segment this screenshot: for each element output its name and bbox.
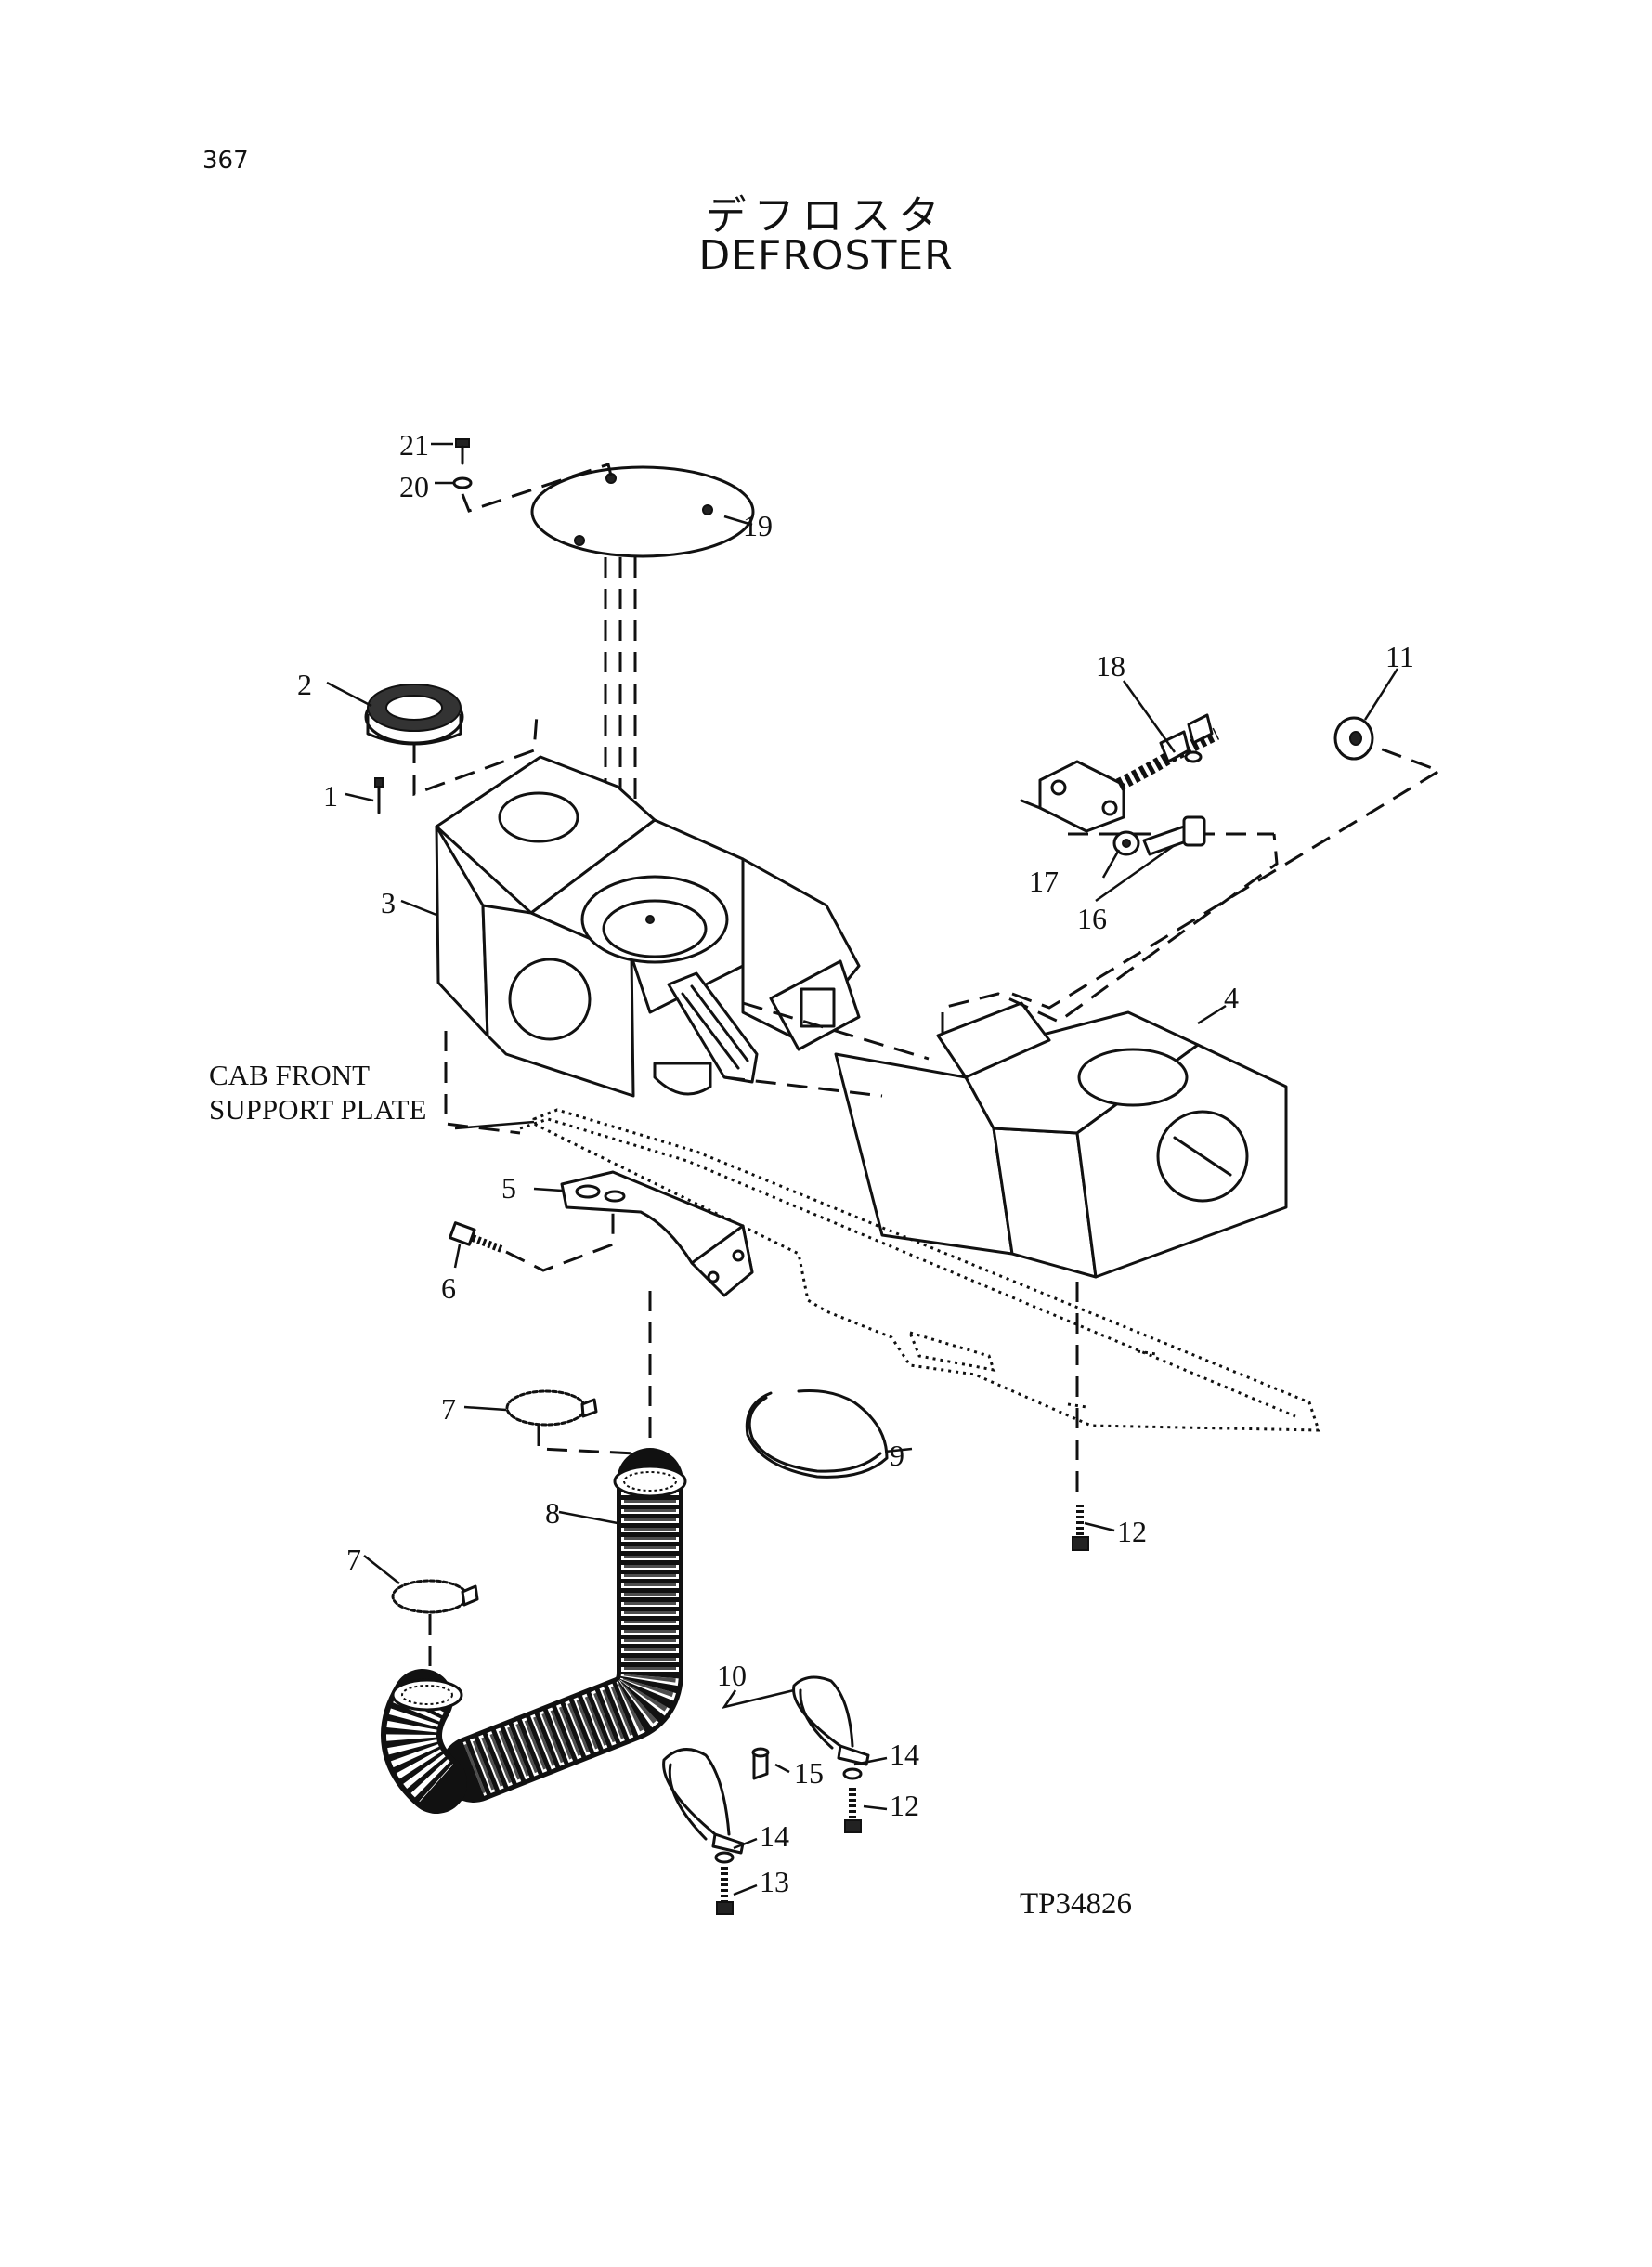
cover-plate-19 bbox=[530, 465, 755, 558]
nut-15 bbox=[751, 1747, 770, 1780]
callout-9: 9 bbox=[890, 1439, 904, 1472]
callout-2: 2 bbox=[297, 668, 312, 701]
defroster-duct-left-3 bbox=[435, 755, 861, 1098]
callout-5: 5 bbox=[501, 1171, 516, 1205]
callout-4: 4 bbox=[1224, 981, 1239, 1014]
assembly-line-3-4b bbox=[723, 1075, 883, 1098]
bolt-13 bbox=[716, 1867, 734, 1915]
bracket-5 bbox=[560, 1170, 754, 1297]
bolt-16 bbox=[1142, 815, 1206, 856]
callout-14-right: 14 bbox=[890, 1738, 919, 1771]
title-japanese: デフロスタ bbox=[705, 192, 947, 240]
callout-17: 17 bbox=[1029, 865, 1059, 898]
callout-10: 10 bbox=[717, 1659, 747, 1692]
note-cab-front-line2: SUPPORT PLATE bbox=[209, 1093, 426, 1126]
flexible-hose-8 bbox=[381, 1448, 687, 1814]
note-cab-front-line1: CAB FRONT bbox=[209, 1059, 370, 1091]
bolt-6 bbox=[449, 1221, 503, 1253]
washer-17 bbox=[1112, 830, 1140, 856]
wire-harness-18 bbox=[1038, 713, 1220, 833]
screw-21 bbox=[455, 438, 470, 465]
callout-leaders bbox=[326, 442, 1399, 1896]
grommet-11 bbox=[1333, 716, 1374, 761]
assembly-line-4-18 bbox=[941, 833, 1279, 1033]
callout-14-left: 14 bbox=[760, 1819, 789, 1853]
washer-20 bbox=[452, 476, 473, 489]
defroster-duct-right-4 bbox=[834, 1001, 1288, 1279]
callout-21: 21 bbox=[399, 428, 429, 462]
callout-20: 20 bbox=[399, 470, 429, 503]
callout-15: 15 bbox=[794, 1756, 824, 1790]
assembly-line-2-3 bbox=[412, 714, 539, 797]
assembly-line-6-5 bbox=[505, 1212, 615, 1272]
bolt-12-lower bbox=[844, 1788, 862, 1833]
cab-front-support-plate bbox=[519, 1108, 1321, 1432]
callout-12-upper: 12 bbox=[1117, 1515, 1147, 1548]
callout-19: 19 bbox=[743, 509, 773, 542]
callout-11: 11 bbox=[1385, 640, 1414, 673]
washer-14-right bbox=[842, 1767, 863, 1780]
pin-1 bbox=[374, 777, 384, 814]
hose-clamp-7-lower bbox=[391, 1579, 479, 1672]
callout-16: 16 bbox=[1077, 902, 1107, 935]
callout-3: 3 bbox=[381, 886, 396, 919]
callout-8: 8 bbox=[545, 1496, 560, 1530]
callout-18: 18 bbox=[1096, 649, 1125, 683]
assembly-line-20-19 bbox=[461, 463, 613, 513]
callout-1: 1 bbox=[323, 779, 338, 813]
hose-clamp-7-upper bbox=[505, 1389, 598, 1427]
assembly-line-4-11 bbox=[1011, 741, 1443, 1010]
assembly-line-3-plate bbox=[444, 1031, 521, 1135]
reference-code: TP34826 bbox=[1020, 1887, 1133, 1921]
page-number: 367 bbox=[202, 147, 249, 175]
washer-14-left bbox=[714, 1851, 735, 1864]
callout-13: 13 bbox=[760, 1865, 789, 1898]
callout-labels: 21 20 19 2 1 3 4 18 11 17 16 CAB FRONT S… bbox=[209, 428, 1414, 1898]
harness-connector bbox=[1020, 799, 1042, 810]
bolt-12-upper bbox=[1072, 1505, 1089, 1551]
louver-knob-2 bbox=[364, 684, 464, 746]
callout-12-lower: 12 bbox=[890, 1789, 919, 1822]
title-english: DEFROSTER bbox=[698, 232, 954, 280]
callout-7-lower: 7 bbox=[346, 1543, 361, 1576]
assembly-line-3-4 bbox=[742, 1001, 930, 1061]
retainer-ring-9 bbox=[745, 1389, 889, 1479]
callout-7-upper: 7 bbox=[441, 1392, 456, 1426]
callout-6: 6 bbox=[441, 1271, 456, 1305]
